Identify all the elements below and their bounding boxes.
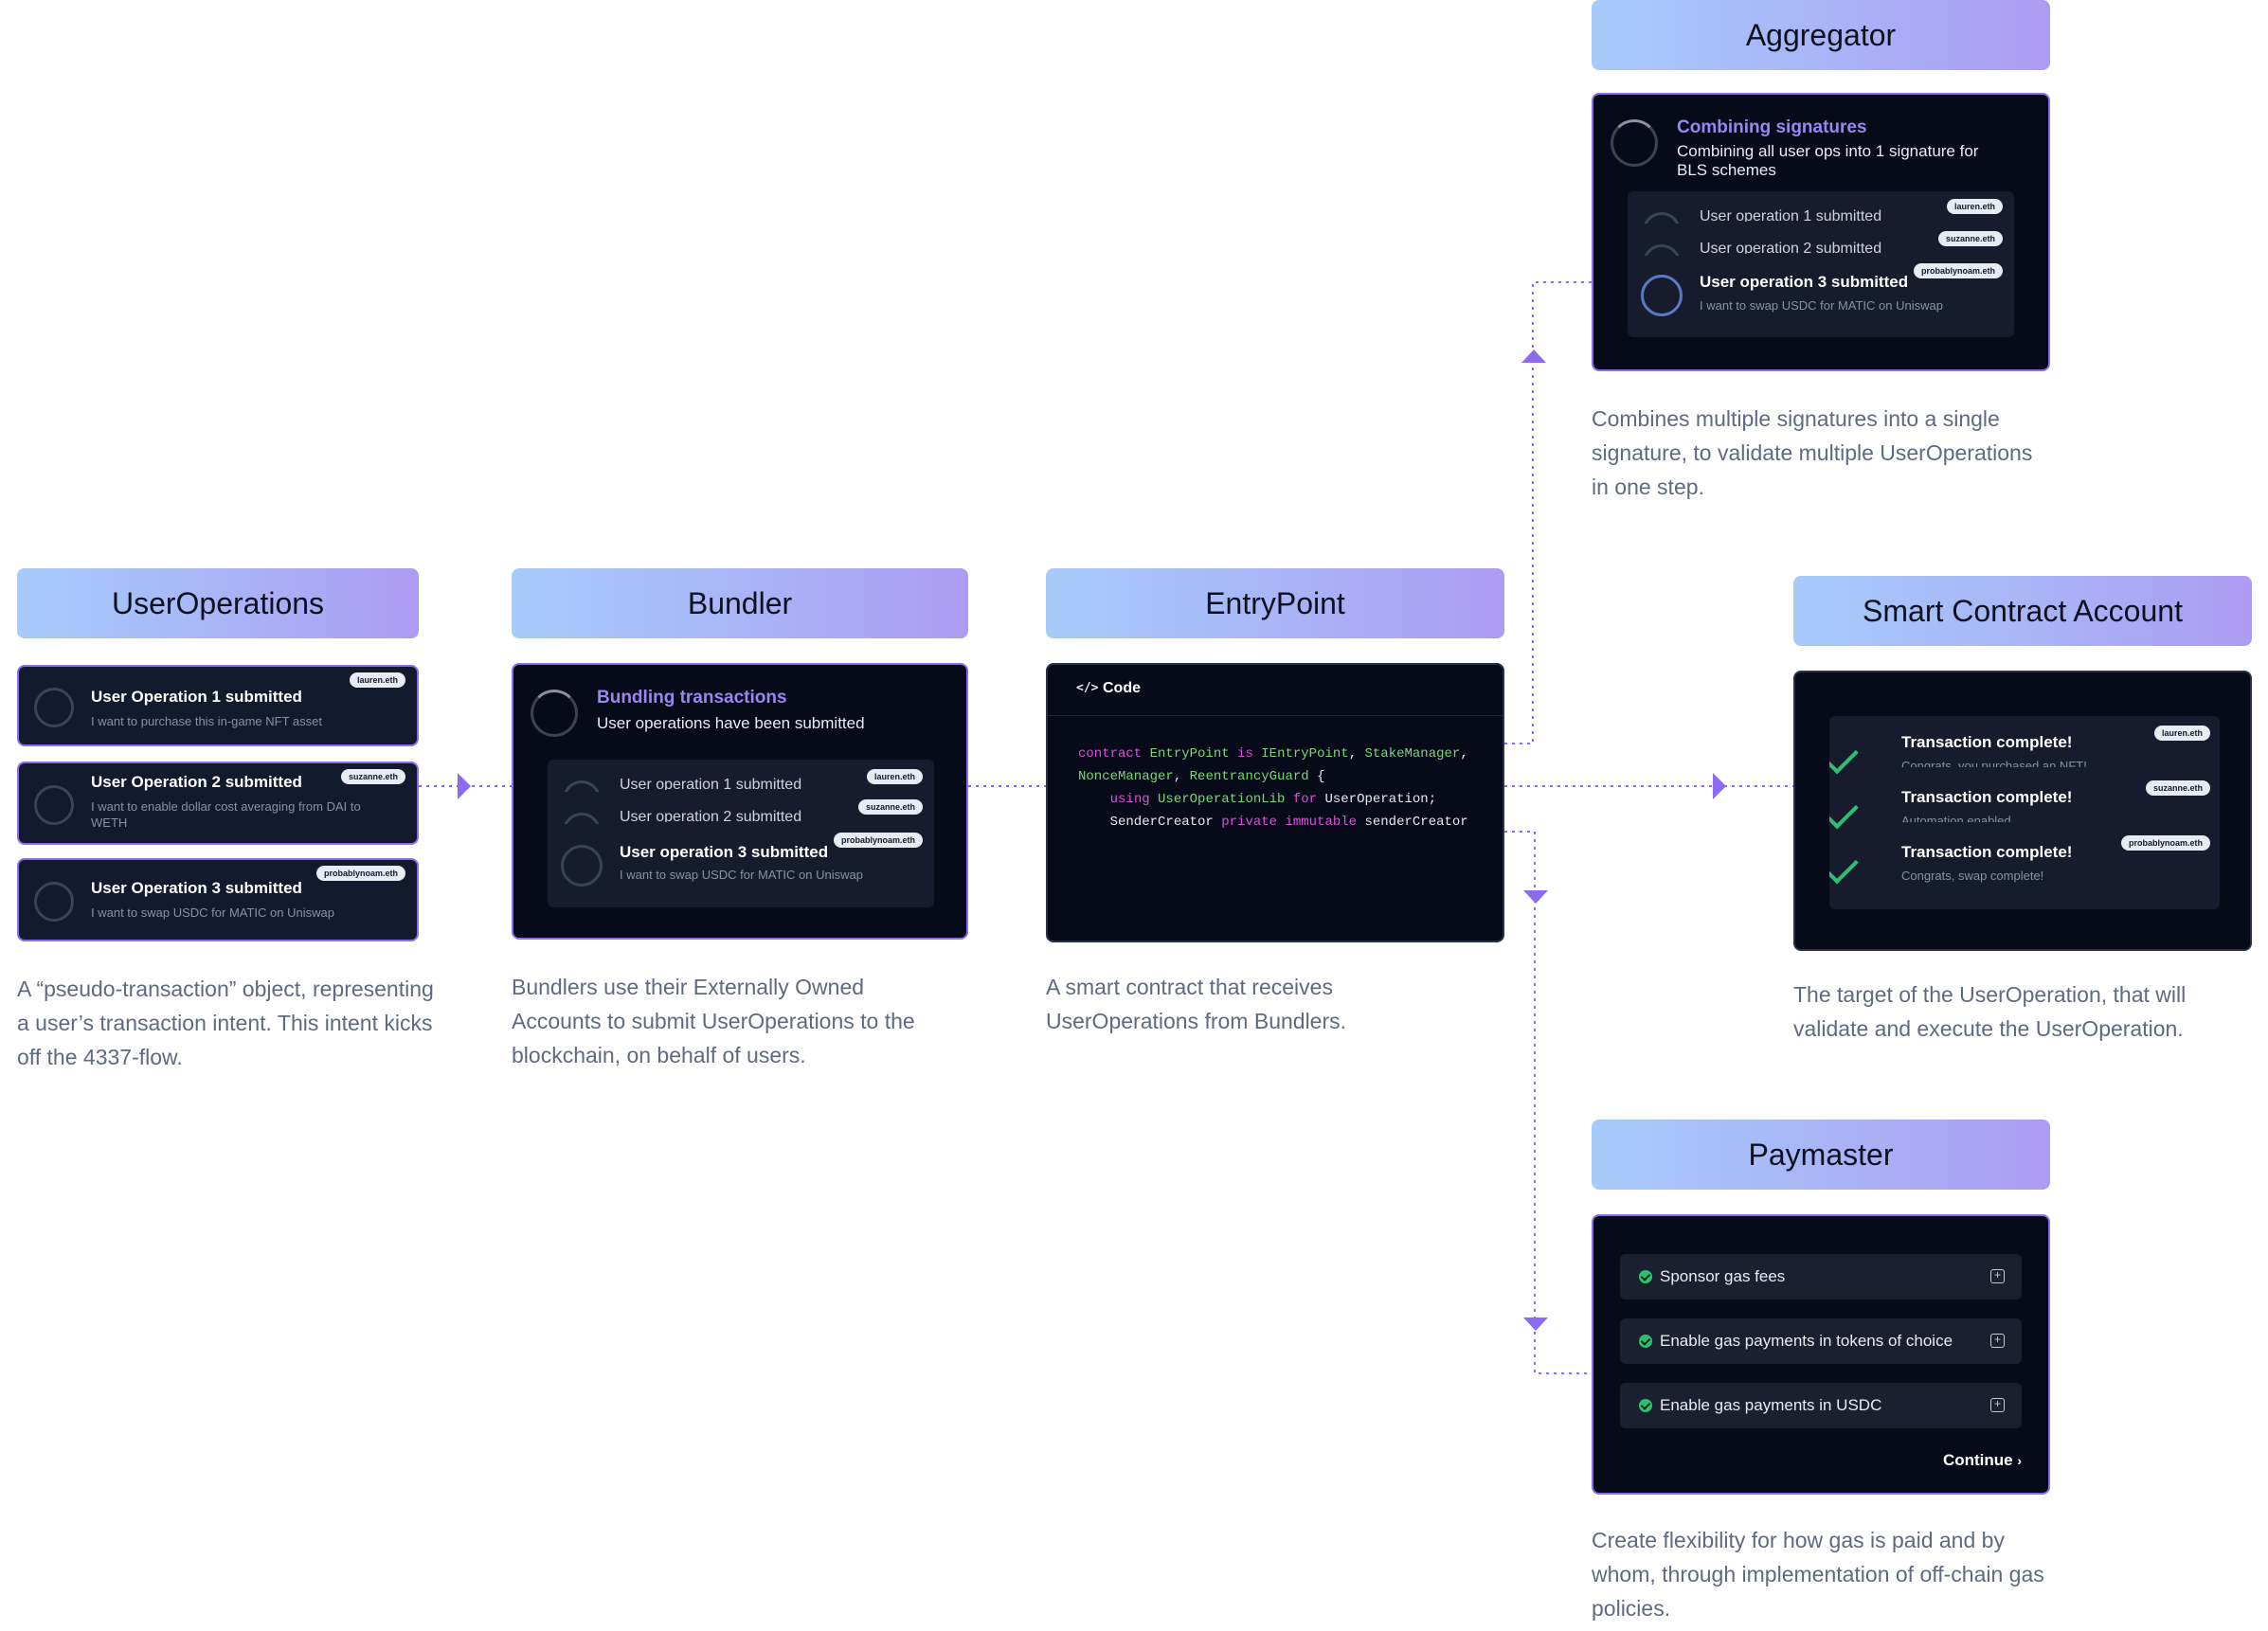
code-panel: </> Code contract EntryPoint is IEntryPo… (1046, 663, 1504, 942)
user-badge: probablynoam.eth (833, 833, 923, 848)
item-subtitle: Congrats, you purchased an NFT! (1901, 759, 2087, 767)
code-tab-bar: </> Code (1048, 665, 1503, 716)
code-line: NonceManager, ReentrancyGuard { (1078, 769, 1325, 784)
arrow-down-icon (1523, 890, 1548, 904)
op-subtitle: I want to purchase this in-game NFT asse… (91, 714, 322, 728)
loading-spinner-icon (34, 785, 74, 825)
arrow-right-icon (1713, 773, 1726, 799)
op-title: User Operation 1 submitted (91, 688, 302, 706)
loading-spinner-icon (531, 690, 578, 737)
smart-contract-account-description: The target of the UserOperation, that wi… (1793, 982, 2187, 1041)
bundler-description: Bundlers use their Externally Owned Acco… (512, 975, 915, 1067)
arrow-right-icon (458, 773, 471, 799)
aggregator-description: Combines multiple signatures into a sing… (1592, 406, 2033, 499)
user-badge: suzanne.eth (1937, 231, 2003, 246)
user-badge: suzanne.eth (2145, 780, 2210, 796)
continue-label: Continue (1942, 1451, 2013, 1469)
entrypoint-description: A smart contract that receives UserOpera… (1046, 975, 1347, 1033)
status-subtitle: User operations have been submitted (597, 714, 865, 732)
item-title: Transaction complete! (1901, 843, 2073, 861)
op-subtitle: I want to swap USDC for MATIC on Uniswap (91, 905, 334, 920)
chevron-right-icon: › (2017, 1453, 2022, 1468)
paymaster-option[interactable]: Enable gas payments in tokens of choice … (1620, 1318, 2022, 1364)
aggregator-header: Aggregator (1592, 0, 2050, 70)
user-operation-card[interactable]: User Operation 2 submitted I want to ena… (17, 762, 419, 845)
op-title: User operation 3 submitted (1700, 273, 1909, 291)
option-label: Enable gas payments in USDC (1660, 1396, 1882, 1414)
user-badge: probablynoam.eth (315, 866, 405, 881)
user-badge: suzanne.eth (340, 769, 405, 784)
item-title: Transaction complete! (1901, 733, 2073, 751)
entrypoint-header: EntryPoint (1046, 568, 1504, 638)
paymaster-panel: Sponsor gas fees + Enable gas payments i… (1592, 1214, 2050, 1495)
checkmark-icon (1843, 851, 1875, 871)
op-subtitle: I want to swap USDC for MATIC on Uniswap (620, 868, 863, 882)
useroperations-description: A “pseudo-transaction” object, represent… (17, 977, 434, 1069)
useroperations-header: UserOperations (17, 568, 419, 638)
expand-icon[interactable]: + (1990, 1398, 2005, 1412)
item-title: Transaction complete! (1901, 788, 2073, 806)
status-title: Combining signatures (1677, 117, 1867, 137)
user-badge: lauren.eth (1946, 199, 2003, 214)
op-title: User operation 2 submitted (620, 809, 802, 822)
op-subtitle: I want to swap USDC for MATIC on Uniswap (1700, 298, 1943, 313)
paymaster-description: Create flexibility for how gas is paid a… (1592, 1528, 2044, 1621)
status-title: Bundling transactions (597, 688, 787, 708)
check-circle-icon (1639, 1270, 1652, 1283)
expand-icon[interactable]: + (1990, 1269, 2005, 1283)
op-title: User Operation 2 submitted (91, 773, 302, 791)
expand-icon[interactable]: + (1990, 1334, 2005, 1348)
code-line: SenderCreator private immutable senderCr… (1078, 815, 1468, 830)
continue-button[interactable]: Continue › (1943, 1451, 2022, 1470)
smart-contract-account-panel: Transaction complete! Congrats, you purc… (1793, 671, 2252, 951)
checkmark-icon (1843, 741, 1875, 762)
op-title: User operation 3 submitted (620, 843, 829, 861)
loading-spinner-icon (1641, 275, 1683, 316)
code-line: contract EntryPoint is IEntryPoint, Stak… (1078, 746, 1468, 762)
status-subtitle: Combining all user ops into 1 signature … (1677, 142, 1979, 179)
user-badge: lauren.eth (2153, 726, 2210, 741)
paymaster-header: Paymaster (1592, 1120, 2050, 1190)
user-badge: suzanne.eth (857, 799, 923, 815)
check-circle-icon (1639, 1399, 1652, 1412)
check-circle-icon (1639, 1335, 1652, 1348)
option-label: Sponsor gas fees (1660, 1267, 1786, 1285)
option-label: Enable gas payments in tokens of choice (1660, 1332, 1953, 1350)
loading-spinner-icon (1611, 119, 1658, 167)
loading-spinner-icon (34, 882, 74, 922)
bundler-header: Bundler (512, 568, 968, 638)
user-badge: lauren.eth (866, 769, 923, 784)
user-badge: probablynoam.eth (1913, 263, 2003, 278)
paymaster-option[interactable]: Enable gas payments in USDC + (1620, 1383, 2022, 1428)
completed-transactions-list: Transaction complete! Congrats, you purc… (1829, 716, 2220, 909)
arrow-down-icon (1523, 1317, 1548, 1331)
item-subtitle: Automation enabled (1901, 814, 2011, 822)
loading-spinner-icon (561, 845, 603, 887)
code-brackets-icon: </> (1076, 681, 1099, 695)
aggregator-panel: Combining signatures Combining all user … (1592, 93, 2050, 371)
arrow-up-icon (1521, 350, 1546, 363)
user-operation-card[interactable]: User Operation 1 submitted I want to pur… (17, 665, 419, 746)
op-title: User operation 1 submitted (1700, 208, 1882, 222)
op-title: User operation 2 submitted (1700, 241, 1882, 254)
user-badge: probablynoam.eth (2120, 835, 2210, 851)
user-badge: lauren.eth (349, 672, 405, 688)
loading-spinner-icon (34, 688, 74, 727)
op-subtitle: I want to enable dollar cost averaging f… (91, 799, 361, 830)
code-tab-label[interactable]: Code (1103, 680, 1141, 696)
queued-operations-list: User operation 1 submitted lauren.eth Us… (548, 760, 934, 907)
paymaster-option[interactable]: Sponsor gas fees + (1620, 1254, 2022, 1299)
op-title: User Operation 3 submitted (91, 879, 302, 897)
bundler-panel: Bundling transactions User operations ha… (512, 663, 968, 940)
item-subtitle: Congrats, swap complete! (1901, 869, 2044, 883)
smart-contract-account-header: Smart Contract Account (1793, 576, 2252, 646)
queued-operations-list: User operation 1 submitted lauren.eth Us… (1628, 191, 2014, 337)
checkmark-icon (1843, 796, 1875, 816)
op-title: User operation 1 submitted (620, 777, 802, 790)
code-line: using UserOperationLib for UserOperation… (1109, 792, 1437, 807)
user-operation-card[interactable]: User Operation 3 submitted I want to swa… (17, 858, 419, 941)
